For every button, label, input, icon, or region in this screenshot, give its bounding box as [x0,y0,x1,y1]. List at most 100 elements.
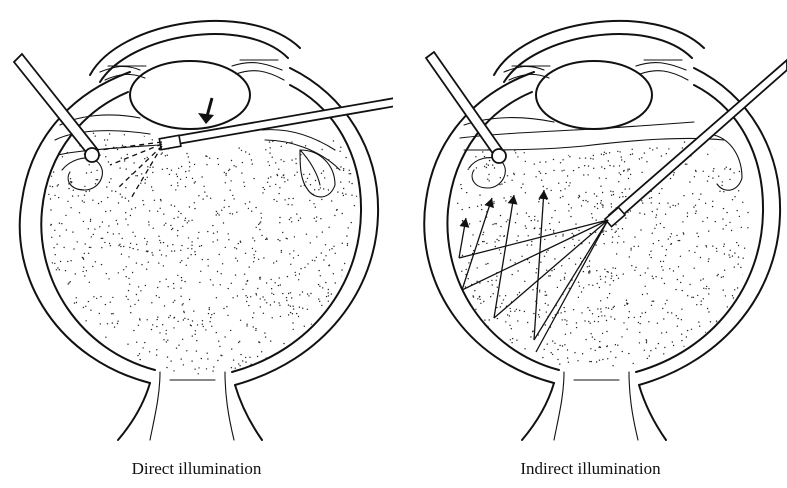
stipple-dot [629,256,630,257]
stipple-dot [742,274,743,275]
stipple-dot [566,380,567,381]
stipple-dot [198,367,199,368]
stipple-dot [623,382,624,383]
optic-nerve-detail [554,372,638,440]
stipple-dot [525,386,526,387]
stipple-dot [316,152,317,153]
stipple-dot [45,315,46,316]
stipple-dot [366,308,367,309]
stipple-dot [355,338,356,339]
stipple-dot [610,351,611,352]
stipple-dot [255,251,256,252]
stipple-dot [503,236,504,237]
stipple-dot [748,187,749,188]
stipple-dot [674,366,675,367]
stipple-dot [67,362,68,363]
stipple-dot [133,162,134,163]
stipple-dot [578,195,579,196]
stipple-dot [33,239,34,240]
stipple-dot [554,210,555,211]
stipple-dot [25,122,26,123]
stipple-dot [227,315,228,316]
stipple-dot [475,344,476,345]
stipple-dot [28,314,29,315]
stipple-dot [173,288,174,289]
stipple-dot [281,354,282,355]
stipple-dot [140,359,141,360]
stipple-dot [492,284,493,285]
stipple-dot [157,287,158,288]
stipple-dot [715,148,716,149]
stipple-dot [552,354,553,355]
stipple-dot [678,266,679,267]
stipple-dot [146,269,147,270]
stipple-dot [330,361,331,362]
stipple-dot [112,387,113,388]
stipple-dot [357,318,358,319]
stipple-dot [544,122,545,123]
stipple-dot [320,187,321,188]
stipple-dot [538,127,539,128]
stipple-dot [311,368,312,369]
stipple-dot [321,199,322,200]
stipple-dot [748,172,749,173]
stipple-dot [456,343,457,344]
stipple-dot [202,259,203,260]
stipple-dot [25,274,26,275]
stipple-dot [534,227,535,228]
stipple-dot [650,251,651,252]
stipple-dot [252,382,253,383]
stipple-dot [716,364,717,365]
stipple-dot [144,238,145,239]
stipple-dot [333,273,334,274]
stipple-dot [66,377,67,378]
stipple-dot [500,253,501,254]
stipple-dot [253,254,254,255]
stipple-dot [320,218,321,219]
stipple-dot [500,306,501,307]
stipple-dot [206,156,207,157]
stipple-dot [52,262,53,263]
stipple-dot [223,140,224,141]
stipple-dot [601,204,602,205]
stipple-dot [418,253,419,254]
stipple-dot [703,372,704,373]
stipple-dot [270,176,271,177]
stipple-dot [107,323,108,324]
stipple-dot [485,375,486,376]
stipple-dot [474,314,475,315]
stipple-dot [259,223,260,224]
stipple-dot [54,230,55,231]
stipple-dot [270,340,271,341]
stipple-dot [641,365,642,366]
stipple-dot [446,259,447,260]
stipple-dot [589,266,590,267]
stipple-dot [352,256,353,257]
stipple-dot [612,365,613,366]
stipple-dot [548,203,549,204]
stipple-dot [752,192,753,193]
stipple-dot [36,307,37,308]
stipple-dot [437,271,438,272]
stipple-dot [588,271,589,272]
stipple-dot [606,153,607,154]
stipple-dot [700,304,701,305]
stipple-dot [494,131,495,132]
stipple-dot [642,122,643,123]
stipple-dot [97,364,98,365]
stipple-dot [428,316,429,317]
stipple-dot [562,319,563,320]
stipple-dot [475,156,476,157]
stipple-dot [543,186,544,187]
stipple-dot [343,319,344,320]
stipple-dot [298,372,299,373]
stipple-dot [618,228,619,229]
stipple-dot [168,317,169,318]
stipple-dot [476,281,477,282]
stipple-dot [84,378,85,379]
stipple-dot [602,333,603,334]
stipple-dot [128,278,129,279]
stipple-dot [298,220,299,221]
stipple-dot [767,166,768,167]
stipple-dot [463,303,464,304]
